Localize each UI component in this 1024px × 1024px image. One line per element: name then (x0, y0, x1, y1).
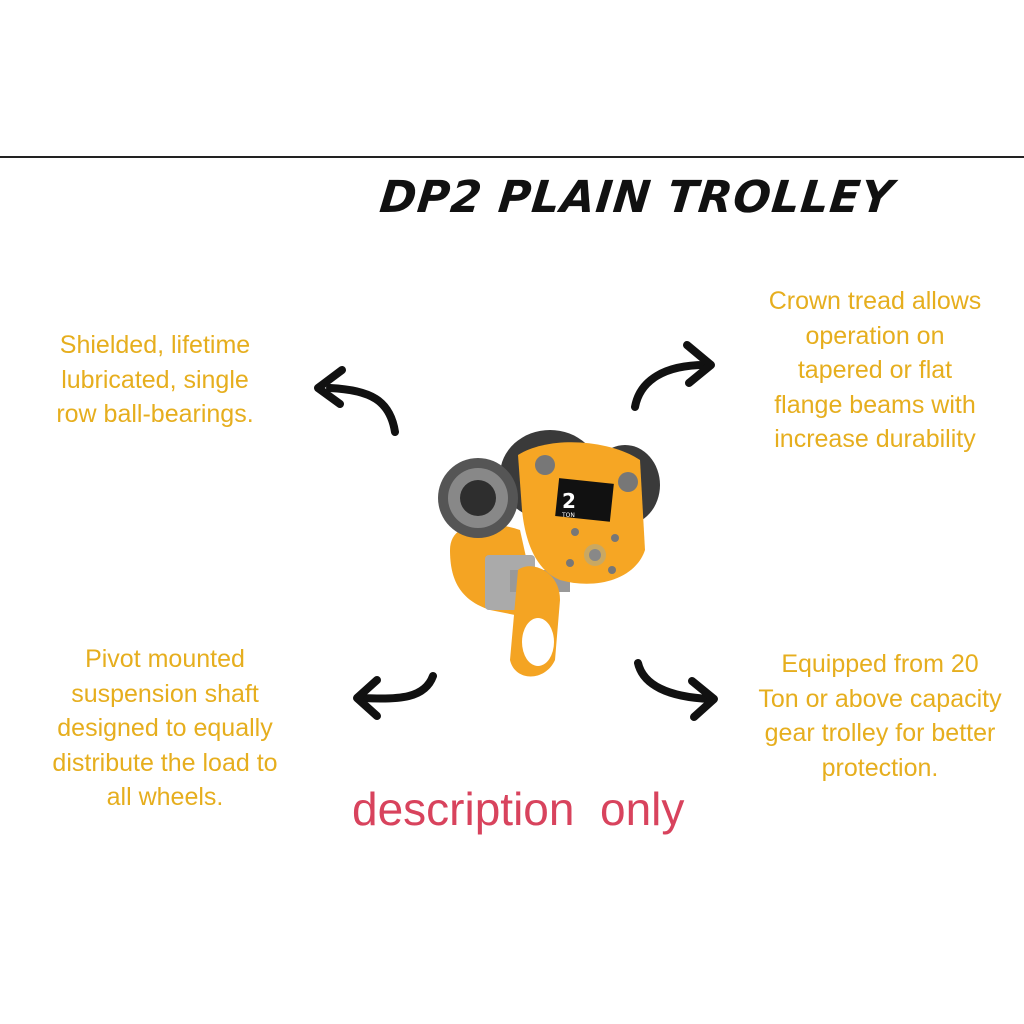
divider-line (0, 156, 1024, 158)
feature-line: Ton or above capacity (758, 684, 1002, 713)
feature-line: Shielded, lifetime (59, 331, 251, 359)
trolley-product-image: 2 TON (438, 430, 660, 677)
feature-line: suspension shaft (71, 679, 259, 708)
feature-line: all wheels. (106, 783, 224, 811)
feature-line: protection. (821, 753, 939, 782)
feature-line: Pivot mounted (85, 645, 245, 673)
feature-line: Crown tread allows (768, 287, 982, 315)
unit-label: TON (561, 512, 575, 519)
feature-line: gear trolley for better (764, 719, 996, 747)
feature-gear-trolley: Equipped from 20 Ton or above capacity g… (730, 647, 1024, 785)
feature-line: operation on (805, 321, 945, 350)
curved-arrow-icon (353, 672, 437, 720)
feature-line: Equipped from 20 (781, 650, 979, 678)
caption: description only (352, 783, 685, 835)
curved-arrow-icon (314, 366, 399, 436)
feature-bearings: Shielded, lifetime lubricated, single ro… (20, 328, 290, 432)
feature-line: tapered or flat (797, 356, 953, 384)
feature-line: distribute the load to (52, 748, 278, 777)
feature-line: flange beams with (774, 390, 976, 419)
capacity-label: 2 (562, 489, 576, 513)
feature-line: row ball-bearings. (56, 400, 254, 428)
curved-arrow-icon (634, 659, 718, 721)
feature-line: increase durability (774, 425, 976, 453)
page-title: DP2 PLAIN TROLLEY (377, 172, 897, 223)
feature-line: designed to equally (57, 714, 273, 742)
feature-suspension-shaft: Pivot mounted suspension shaft designed … (15, 642, 315, 815)
feature-line: lubricated, single (61, 365, 249, 394)
feature-crown-tread: Crown tread allows operation on tapered … (735, 284, 1015, 457)
curved-arrow-icon (631, 341, 715, 411)
